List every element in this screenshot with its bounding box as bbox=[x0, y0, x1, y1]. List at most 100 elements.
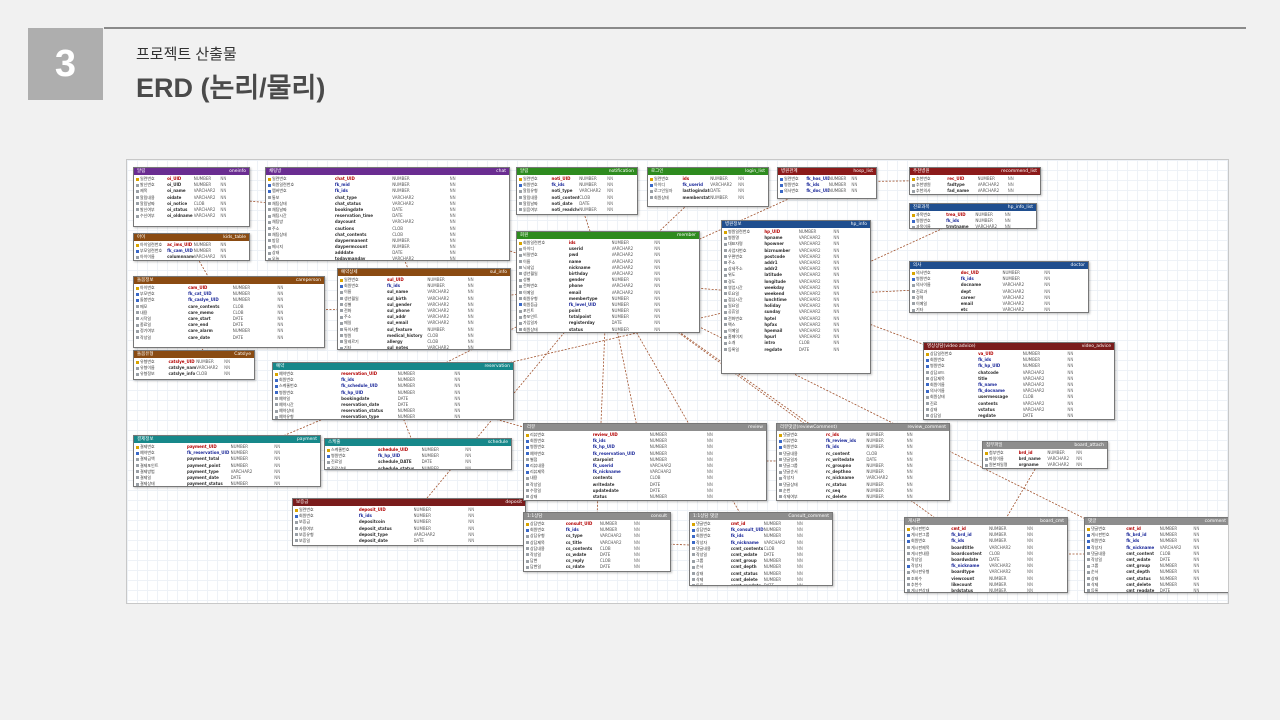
cell-text: trmtname bbox=[946, 224, 969, 229]
foreign-key-icon bbox=[526, 439, 529, 443]
column-icon bbox=[136, 214, 139, 218]
column-logical-name: 포인트 bbox=[519, 308, 569, 314]
cell-text: VARCHAR2 bbox=[977, 188, 1000, 194]
column-icon bbox=[724, 273, 727, 277]
cell-text: VARCHAR2 bbox=[1047, 462, 1070, 468]
column-type: VARCHAR2 bbox=[1023, 407, 1068, 413]
column-null: NN bbox=[1005, 212, 1034, 218]
cell-text: name bbox=[568, 258, 582, 264]
cell-text: rc_writedate bbox=[826, 456, 855, 462]
cell-text: sul_phone bbox=[387, 307, 410, 313]
cell-text: NN bbox=[454, 395, 461, 401]
table-header: 영상상담(video advice)video_advice bbox=[924, 343, 1114, 350]
cell-text: boardcontent bbox=[951, 550, 982, 556]
cell-text: VARCHAR2 bbox=[427, 289, 450, 295]
column-icon bbox=[907, 546, 910, 550]
column-physical-name: noti_date bbox=[551, 201, 579, 207]
cell-text: VARCHAR2 bbox=[798, 321, 821, 327]
column-type: NUMBER bbox=[194, 248, 221, 254]
cell-text: 원본파일명 bbox=[989, 462, 1008, 468]
cell-text: NN bbox=[607, 182, 614, 188]
cell-text: NN bbox=[654, 240, 661, 245]
cell-text: NN bbox=[1193, 575, 1200, 581]
column-null: NN bbox=[707, 475, 764, 481]
column-icon bbox=[136, 189, 139, 193]
column-icon bbox=[985, 463, 988, 467]
cell-text: NN bbox=[796, 551, 803, 557]
cell-text: cautions bbox=[334, 225, 355, 231]
column-null: NN bbox=[465, 453, 509, 459]
cell-text: hpname bbox=[764, 235, 783, 241]
cell-text: NUMBER bbox=[763, 570, 782, 576]
column-physical-name: care_end bbox=[188, 322, 233, 328]
primary-key-icon bbox=[724, 230, 727, 234]
cell-text: payment_type bbox=[186, 468, 219, 474]
column-physical-name: lastlogindate bbox=[682, 188, 710, 194]
table-logical-name: 게시판 bbox=[908, 519, 921, 524]
column-logical-name: 게시판그룹 bbox=[907, 532, 951, 538]
cell-text: NN bbox=[1007, 182, 1014, 188]
table-logical-name: 진료과목 bbox=[913, 205, 930, 210]
column-icon bbox=[268, 239, 271, 243]
header-rule bbox=[104, 27, 1246, 29]
cell-text: NN bbox=[1067, 375, 1074, 381]
cell-text: NN bbox=[220, 200, 227, 206]
cell-text: VARCHAR2 bbox=[649, 469, 672, 475]
column-physical-name: fk_nickname bbox=[593, 469, 650, 475]
column-null: NN bbox=[1067, 413, 1112, 419]
column-physical-name: sul_addr bbox=[387, 314, 427, 320]
cell-text: 회원이름 bbox=[930, 381, 945, 387]
cell-text: NN bbox=[467, 332, 474, 338]
column-null: NN bbox=[274, 469, 318, 475]
cell-text: NUMBER bbox=[579, 176, 597, 181]
cell-text: dept bbox=[960, 288, 972, 294]
column-type: NUMBER bbox=[866, 432, 906, 438]
cell-text: DATE bbox=[798, 346, 810, 352]
table-physical-name: comment bbox=[1204, 519, 1226, 524]
column-icon bbox=[268, 245, 271, 249]
column-null: NN bbox=[654, 246, 697, 252]
cell-text: title bbox=[978, 375, 988, 381]
cell-text: 영업시간 bbox=[728, 284, 743, 290]
column-null: NN bbox=[634, 564, 668, 570]
cell-text: NN bbox=[654, 283, 661, 289]
column-null: NN bbox=[1193, 526, 1227, 532]
cell-text: VARCHAR2 bbox=[798, 247, 821, 253]
cell-text: CLOB bbox=[392, 231, 404, 237]
